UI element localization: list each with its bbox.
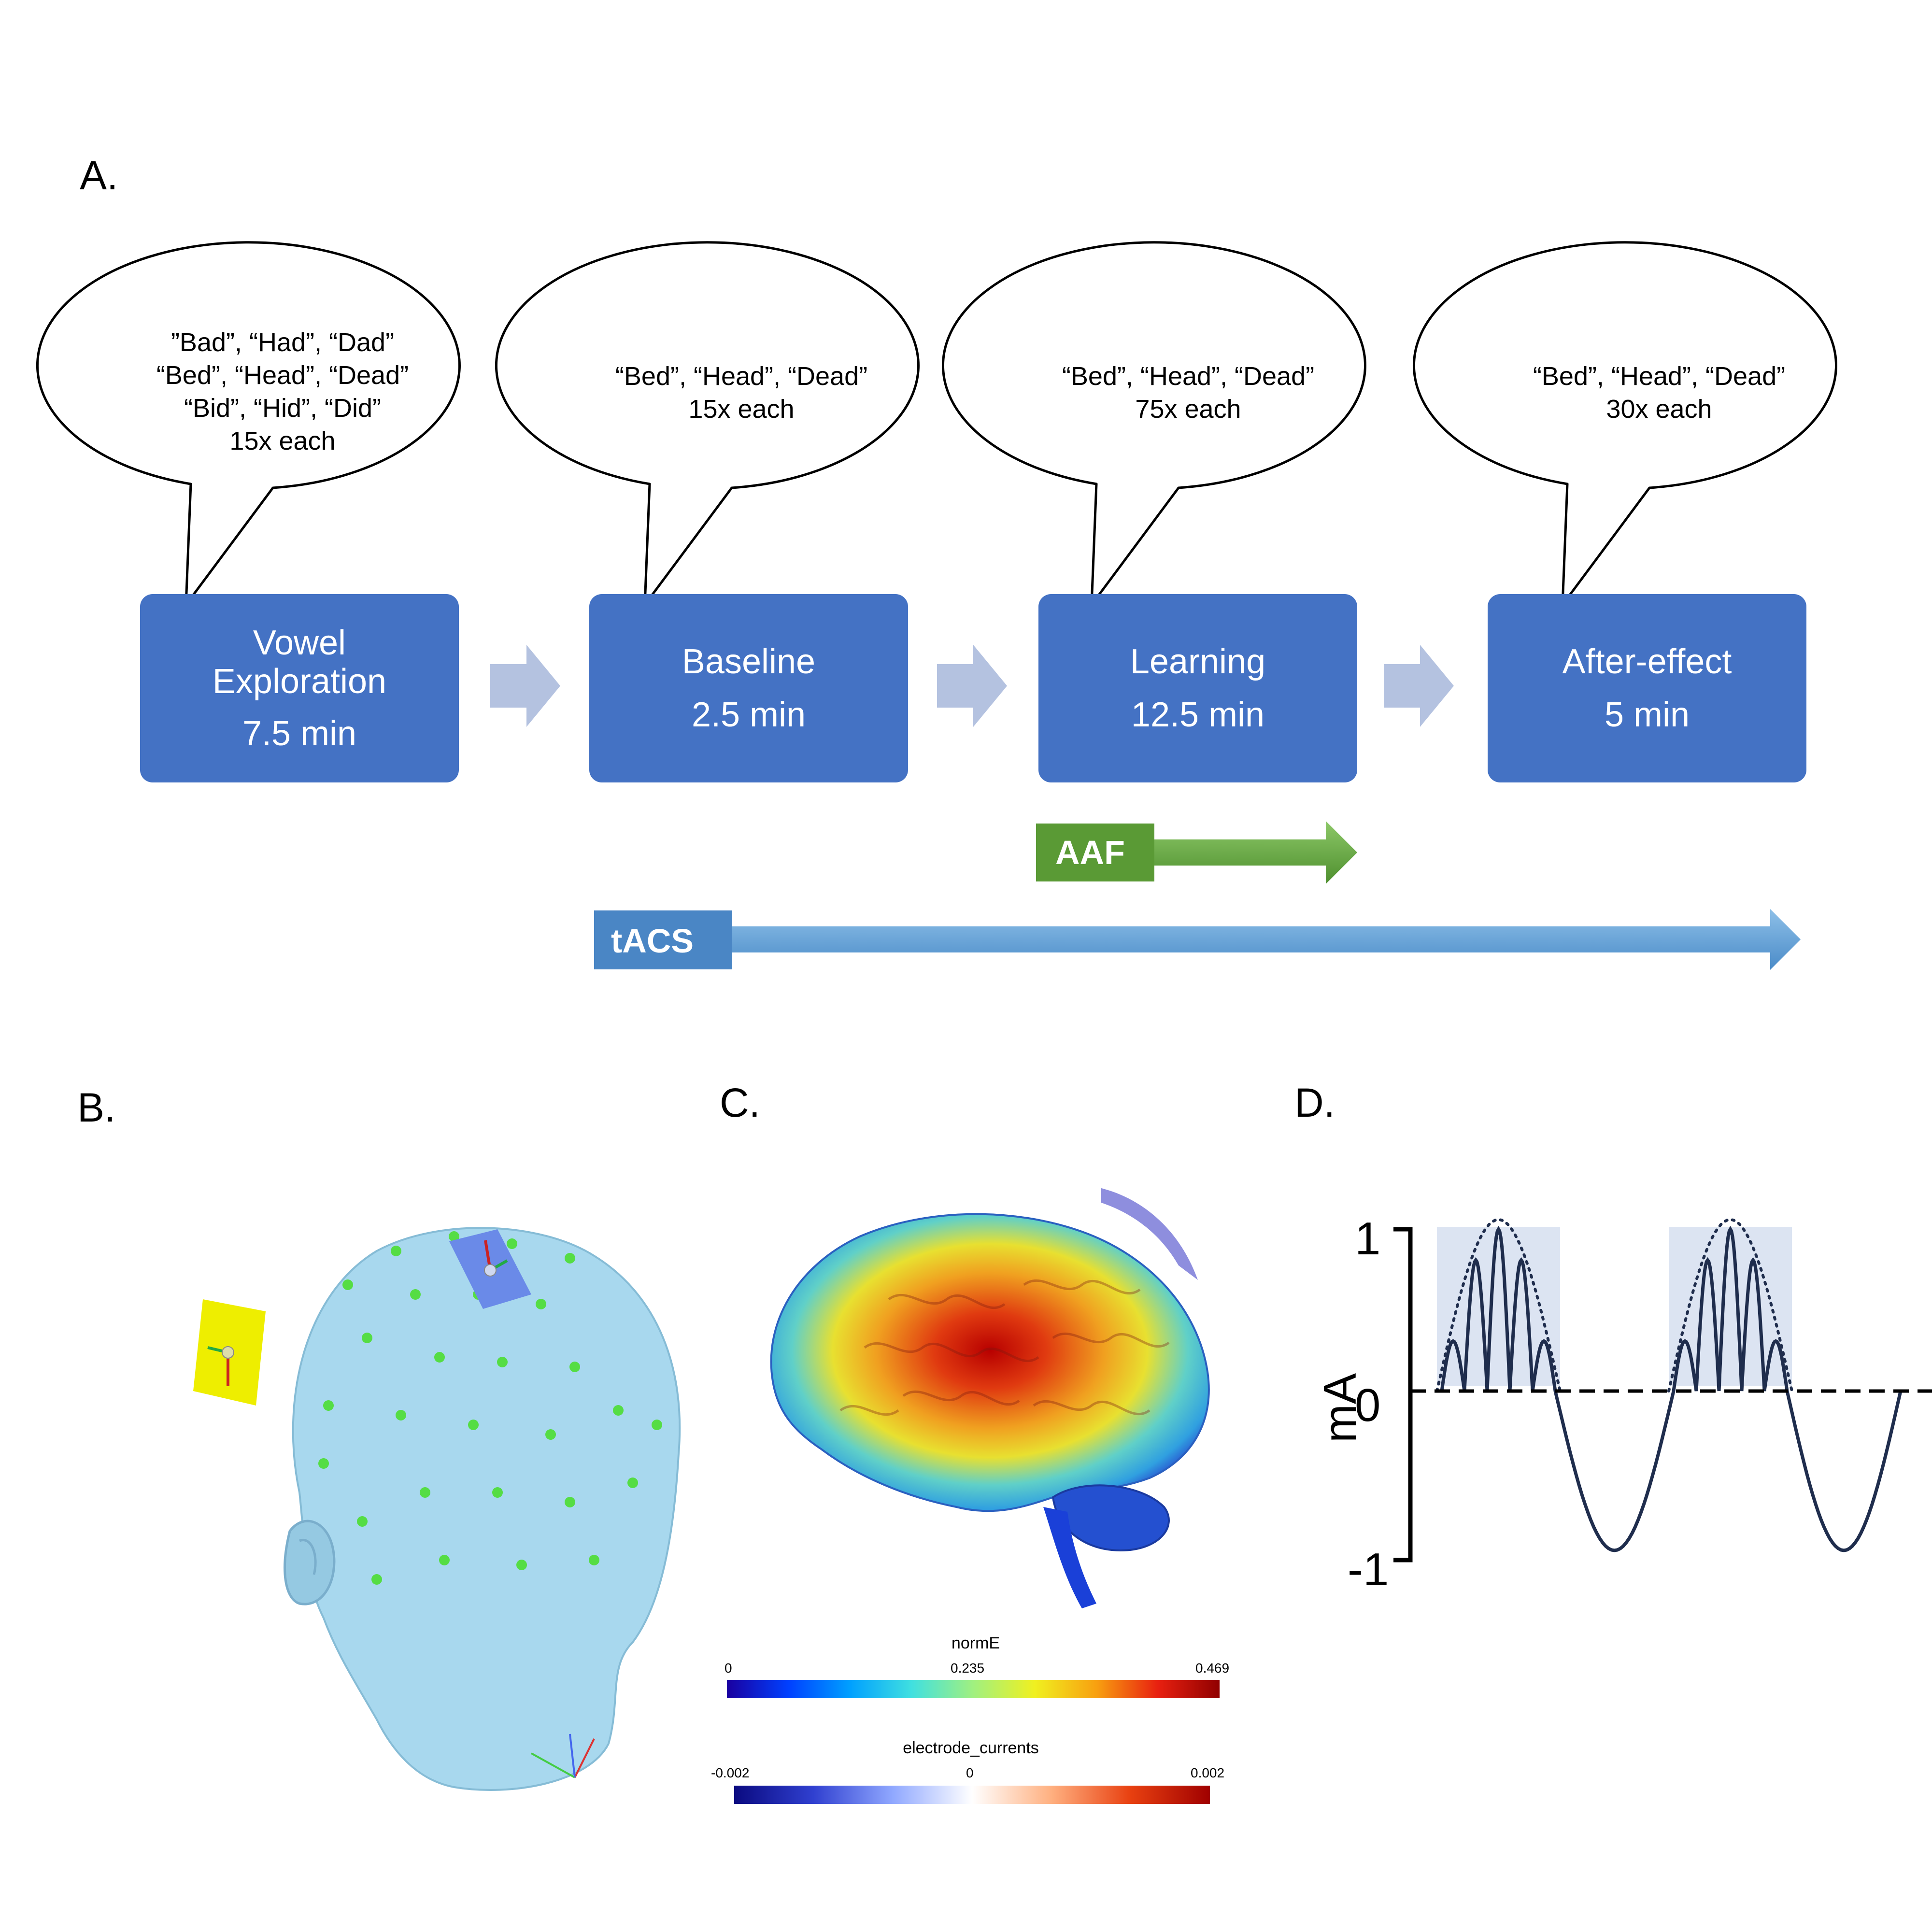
bubble-text-4: “Bed”, “Head”, “Dead” 30x each (1463, 360, 1855, 426)
brain-shape (770, 1213, 1210, 1512)
cerebellum (1051, 1484, 1170, 1552)
blue-electrode-pad (449, 1229, 531, 1309)
stage-1-line-1: Vowel (253, 624, 346, 662)
y-tick-0: 0 (1355, 1379, 1381, 1431)
waveform-line (1437, 1225, 1903, 1552)
bubble-text-3: “Bed”, “Head”, “Dead” 75x each (993, 360, 1384, 426)
stage-3-line-2: 12.5 min (1131, 696, 1265, 734)
bubble-text-2: “Bed”, “Head”, “Dead” 15x each (546, 360, 937, 426)
speech-bubble-4 (1413, 241, 1837, 606)
bubble-1-line-2: “Bed”, “Head”, “Dead” (156, 361, 409, 390)
currents-colorbar (734, 1786, 1210, 1804)
yellow-electrode-pad (193, 1299, 266, 1406)
panel-label-b: B. (77, 1085, 116, 1130)
panel-label-c: C. (720, 1080, 760, 1125)
gyri-texture (839, 1279, 1170, 1416)
norme-colorbar (727, 1680, 1220, 1698)
burst-window-2 (1669, 1227, 1792, 1386)
stage-2-line-2: 2.5 min (691, 696, 806, 734)
stage-4-line-2: 5 min (1604, 696, 1690, 734)
head-surface (292, 1227, 681, 1791)
step-arrow-2 (937, 645, 1007, 727)
y-tick-1: 1 (1355, 1213, 1381, 1264)
bubble-2-line-1: “Bed”, “Head”, “Dead” (615, 362, 868, 391)
bubble-1-line-4: 15x each (229, 426, 336, 455)
norme-colorbar-title: normE (951, 1634, 1000, 1652)
stage-vowel-exploration: Vowel Exploration 7.5 min (140, 594, 459, 782)
step-arrow-1 (490, 645, 560, 727)
axes-gizmo (531, 1733, 595, 1778)
brainstem (1043, 1507, 1096, 1608)
tacs-arrow (594, 909, 1801, 970)
ear-inner (299, 1538, 317, 1575)
y-tick-neg1: -1 (1348, 1544, 1389, 1595)
currents-colorbar-title: electrode_currents (903, 1739, 1039, 1757)
electrode-patch (1101, 1188, 1198, 1280)
timeline-graphics (36, 241, 1837, 970)
speech-bubble-1 (36, 241, 461, 606)
bubble-4-line-1: “Bed”, “Head”, “Dead” (1533, 362, 1786, 391)
tacs-label: tACS (611, 922, 694, 960)
ear-shape (284, 1520, 336, 1605)
stage-1-line-3: 7.5 min (242, 714, 357, 753)
currents-tick-2: 0.002 (1191, 1765, 1225, 1780)
bubble-2-line-2: 15x each (688, 395, 795, 424)
stage-4-line-1: After-effect (1562, 642, 1732, 681)
envelope-line (1435, 1218, 1793, 1392)
speech-bubble-2 (495, 241, 920, 606)
bubble-3-line-2: 75x each (1135, 395, 1241, 424)
y-axis (1393, 1227, 1413, 1563)
panel-label-d: D. (1294, 1080, 1335, 1125)
brain-field-map (770, 1188, 1210, 1608)
norme-tick-1: 0.235 (951, 1661, 985, 1676)
burst-window-1 (1437, 1227, 1560, 1386)
norme-tick-2: 0.469 (1195, 1661, 1230, 1676)
panel-label-a: A. (80, 153, 118, 198)
bubble-3-line-1: “Bed”, “Head”, “Dead” (1062, 362, 1315, 391)
aaf-label: AAF (1055, 834, 1125, 871)
bubble-text-1: ”Bad”, “Had”, “Dad” “Bed”, “Head”, “Dead… (87, 326, 478, 457)
currents-tick-1: 0 (966, 1765, 974, 1780)
stage-3-line-1: Learning (1130, 642, 1266, 681)
stage-after-effect: After-effect 5 min (1488, 594, 1806, 782)
stage-baseline: Baseline 2.5 min (589, 594, 908, 782)
stage-1-line-2: Exploration (212, 662, 387, 701)
waveform-plot (1393, 1218, 1932, 1563)
currents-tick-0: -0.002 (711, 1765, 750, 1780)
stage-learning: Learning 12.5 min (1038, 594, 1357, 782)
aaf-arrow (1036, 821, 1357, 884)
speech-bubble-3 (942, 241, 1366, 606)
norme-tick-0: 0 (724, 1661, 732, 1676)
bubble-1-line-3: “Bid”, “Hid”, “Did” (184, 394, 381, 423)
head-model (193, 1227, 681, 1791)
step-arrow-3 (1384, 645, 1454, 727)
bubble-1-line-1: ”Bad”, “Had”, “Dad” (170, 328, 395, 357)
bubble-4-line-2: 30x each (1606, 395, 1712, 424)
stage-2-line-1: Baseline (682, 642, 816, 681)
